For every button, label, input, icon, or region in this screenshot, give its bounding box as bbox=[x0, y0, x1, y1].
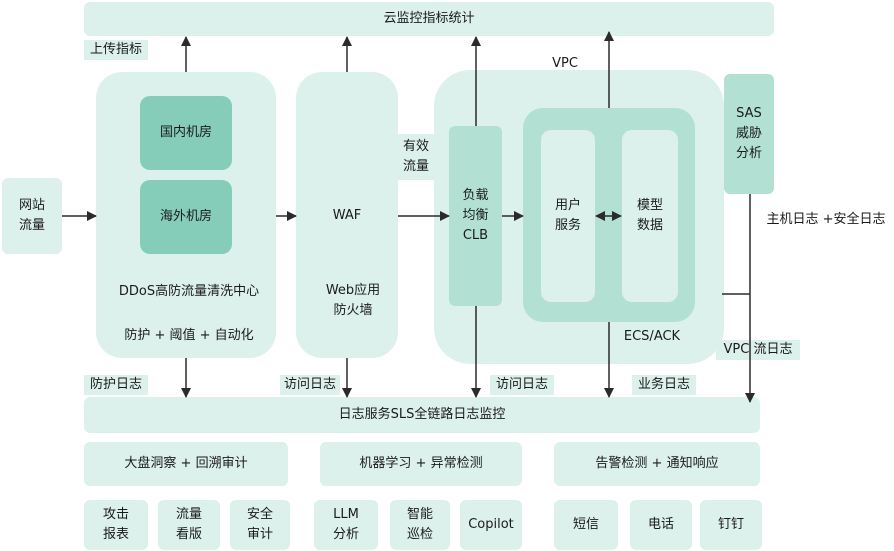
cloud-monitor-label: 云监控指标统计 bbox=[383, 10, 475, 26]
clb-node: 负载 均衡 CLB bbox=[449, 126, 502, 306]
item-copilot-label: Copilot bbox=[468, 516, 514, 532]
site-traffic-label: 网站 流量 bbox=[18, 197, 45, 233]
item-traffic-board-label: 流量 看版 bbox=[175, 506, 202, 542]
user-service-node: 用户 服务 bbox=[541, 130, 595, 302]
business-log-label: 业务日志 bbox=[632, 375, 696, 395]
item-phone: 电话 bbox=[630, 500, 692, 550]
item-dingtalk-label: 钉钉 bbox=[717, 516, 744, 532]
overseas-datacenter: 海外机房 bbox=[140, 180, 232, 254]
item-traffic-board: 流量 看版 bbox=[158, 500, 220, 550]
item-llm-analysis-label: LLM 分析 bbox=[332, 506, 359, 542]
vpc-flow-log-label: VPC 流日志 bbox=[716, 340, 800, 360]
item-sms: 短信 bbox=[554, 500, 618, 550]
group-ml-title: 机器学习 + 异常检测 bbox=[359, 455, 483, 471]
valid-traffic-label: 有效 流量 bbox=[398, 134, 434, 180]
item-copilot: Copilot bbox=[460, 500, 522, 550]
item-sms-label: 短信 bbox=[572, 516, 599, 532]
waf-subtitle: Web应用 防火墙 bbox=[320, 278, 386, 324]
vpc-label: VPC bbox=[552, 56, 578, 71]
site-traffic-node: 网站 流量 bbox=[2, 178, 62, 254]
group-insight-title: 大盘洞察 + 回溯审计 bbox=[124, 455, 248, 471]
sls-label: 日志服务SLS全链路日志监控 bbox=[338, 406, 506, 422]
item-smart-inspect-label: 智能 巡检 bbox=[406, 506, 433, 542]
item-dingtalk: 钉钉 bbox=[700, 500, 762, 550]
item-smart-inspect: 智能 巡检 bbox=[390, 500, 450, 550]
domestic-datacenter-label: 国内机房 bbox=[159, 124, 212, 140]
group-ml: 机器学习 + 异常检测 bbox=[320, 442, 522, 486]
sas-node: SAS 威胁 分析 bbox=[724, 74, 774, 194]
model-data-label: 模型 数据 bbox=[636, 197, 663, 233]
clb-label: 负载 均衡 CLB bbox=[462, 187, 489, 244]
sas-label: SAS 威胁 分析 bbox=[735, 105, 762, 162]
overseas-datacenter-label: 海外机房 bbox=[159, 208, 212, 224]
waf-access-log-label: 访问日志 bbox=[280, 375, 340, 395]
group-alert-title: 告警检测 + 通知响应 bbox=[595, 455, 719, 471]
item-phone-label: 电话 bbox=[647, 516, 674, 532]
model-data-node: 模型 数据 bbox=[622, 130, 678, 302]
clb-access-log-label: 访问日志 bbox=[490, 375, 554, 395]
item-attack-report: 攻击 报表 bbox=[84, 500, 148, 550]
item-security-audit: 安全 审计 bbox=[230, 500, 290, 550]
item-security-audit-label: 安全 审计 bbox=[246, 506, 273, 542]
user-service-label: 用户 服务 bbox=[554, 197, 581, 233]
host-security-log-label: 主机日志 +安全日志 bbox=[766, 212, 886, 227]
waf-title: WAF bbox=[332, 208, 362, 223]
item-attack-report-label: 攻击 报表 bbox=[102, 506, 129, 542]
ddos-features-label: 防护 + 阈值 + 自动化 bbox=[118, 324, 260, 348]
upload-metrics-label: 上传指标 bbox=[84, 40, 148, 60]
ddos-center-label: DDoS高防流量清洗中心 bbox=[106, 280, 272, 304]
ecs-ack-label: ECS/ACK bbox=[623, 329, 681, 344]
cloud-monitor-bar: 云监控指标统计 bbox=[84, 2, 774, 36]
item-llm-analysis: LLM 分析 bbox=[314, 500, 378, 550]
group-alert: 告警检测 + 通知响应 bbox=[554, 442, 760, 486]
group-insight: 大盘洞察 + 回溯审计 bbox=[84, 442, 288, 486]
sls-bar: 日志服务SLS全链路日志监控 bbox=[84, 397, 760, 433]
protection-log-label: 防护日志 bbox=[84, 375, 148, 395]
domestic-datacenter: 国内机房 bbox=[140, 96, 232, 170]
